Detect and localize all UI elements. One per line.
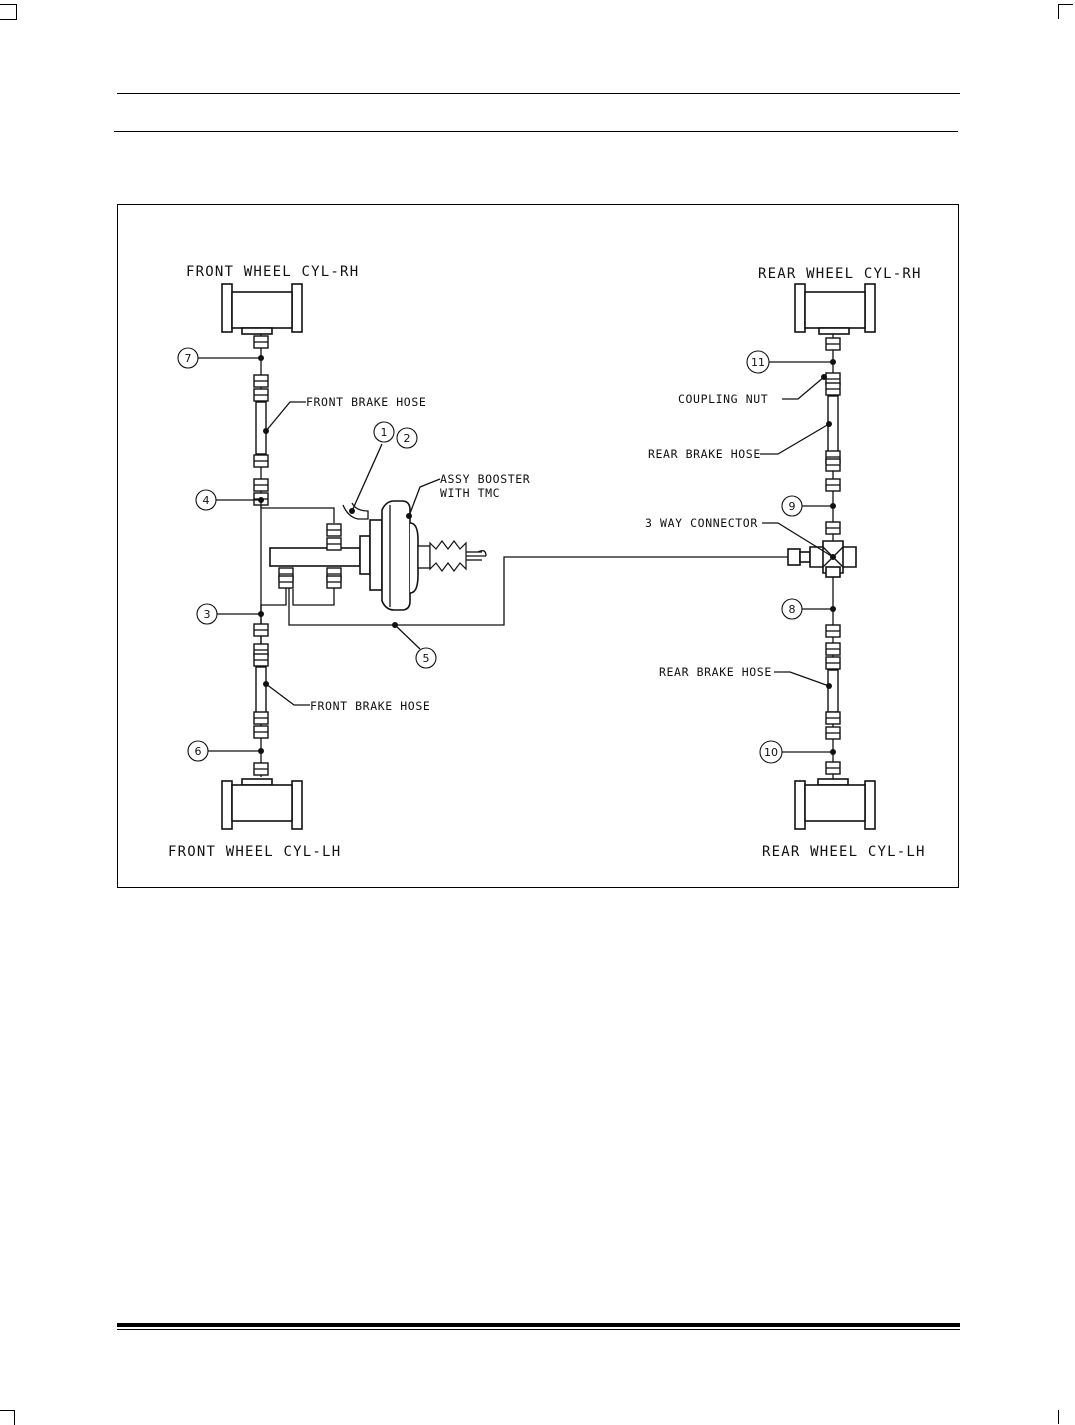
- header-rule-bottom: [114, 131, 958, 132]
- crop-mark-top-left: [0, 4, 17, 20]
- callout-5: 5: [423, 652, 430, 665]
- front-brake-hose-label-bottom: FRONT BRAKE HOSE: [310, 699, 430, 713]
- rear-wheel-cyl-lh-label: REAR WHEEL CYL-LH: [762, 844, 926, 860]
- brake-circuit-diagram: FRONT WHEEL CYL-RH 7 FRONT BRAKE HOSE 4: [117, 204, 959, 888]
- front-wheel-cyl-lh-label: FRONT WHEEL CYL-LH: [168, 844, 341, 860]
- footer-rule-thin: [117, 1329, 960, 1330]
- callout-4: 4: [203, 494, 210, 507]
- rear-brake-hose-label-top: REAR BRAKE HOSE: [648, 447, 761, 461]
- rear-brake-hose-label-bottom: REAR BRAKE HOSE: [659, 665, 772, 679]
- three-way-connector: [787, 540, 857, 578]
- callout-7: 7: [185, 352, 192, 365]
- callout-10: 10: [764, 746, 778, 759]
- header-rule-top: [117, 93, 960, 94]
- front-brake-hose-label-top: FRONT BRAKE HOSE: [306, 395, 426, 409]
- crop-mark-top-right: [1058, 4, 1073, 19]
- crop-mark-bottom-right: [1058, 1410, 1073, 1424]
- booster-with-tmc: [269, 500, 487, 611]
- coupling-nut-label: COUPLING NUT: [678, 392, 768, 406]
- front-wheel-cyl-lh: [221, 778, 303, 830]
- front-wheel-cyl-rh-label: FRONT WHEEL CYL-RH: [186, 264, 359, 280]
- three-way-connector-label: 3 WAY CONNECTOR: [645, 516, 758, 530]
- booster-label-line1: ASSY BOOSTER: [440, 472, 530, 486]
- callout-11: 11: [751, 356, 765, 369]
- callout-1: 1: [381, 426, 388, 439]
- rear-wheel-cyl-lh: [794, 778, 876, 830]
- rear-wheel-cyl-rh: [794, 283, 876, 335]
- callout-3: 3: [204, 608, 211, 621]
- callout-9: 9: [789, 500, 796, 513]
- rear-wheel-cyl-rh-label: REAR WHEEL CYL-RH: [758, 266, 922, 282]
- footer-rule-thick: [117, 1323, 960, 1327]
- callout-2: 2: [404, 432, 411, 445]
- front-wheel-cyl-rh: [221, 283, 303, 335]
- booster-label-line2: WITH TMC: [440, 486, 500, 500]
- brake-circuit-svg: FRONT WHEEL CYL-RH 7 FRONT BRAKE HOSE 4: [168, 264, 926, 860]
- callout-8: 8: [789, 603, 796, 616]
- callout-6: 6: [195, 745, 202, 758]
- crop-mark-bottom-left: [0, 1410, 15, 1425]
